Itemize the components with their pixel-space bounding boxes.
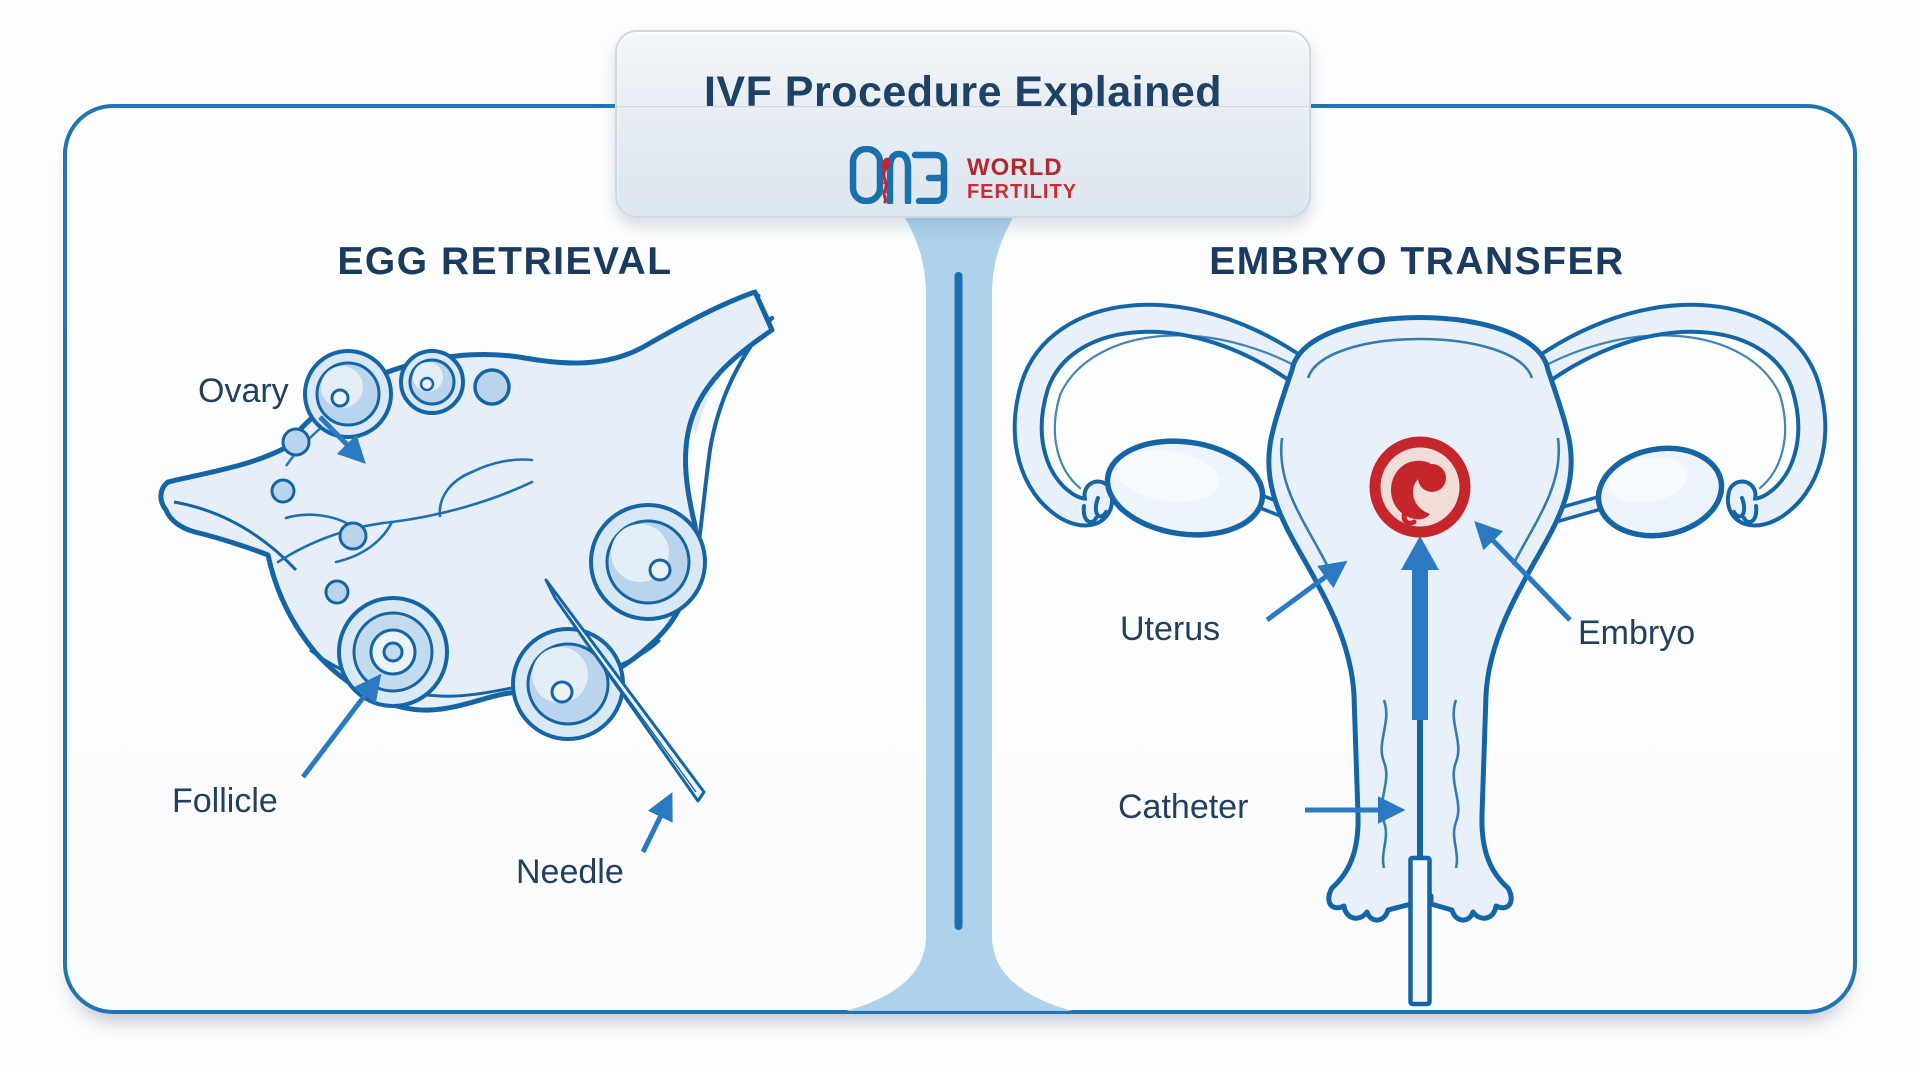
embryo-icon	[1369, 436, 1471, 538]
left-panel-heading: EGG RETRIEVAL	[337, 240, 673, 283]
follicle-target	[337, 596, 449, 708]
brand-world: WORLD	[966, 154, 1063, 181]
follicle-medium-2	[399, 349, 465, 415]
follicle-medium	[303, 349, 393, 439]
label-follicle: Follicle	[172, 782, 278, 820]
label-catheter: Catheter	[1118, 788, 1249, 826]
ovary-arrow	[318, 415, 366, 464]
egg-retrieval-diagram	[158, 289, 775, 854]
banner-seam	[617, 106, 1309, 109]
follicle-large-mid	[511, 627, 625, 741]
label-uterus: Uterus	[1120, 610, 1221, 648]
brand-logo: WORLD FERTILITY	[617, 134, 1309, 204]
embryo-arrow	[1474, 521, 1572, 622]
needle-arrow	[640, 792, 673, 854]
ovary-shape	[158, 289, 775, 713]
one-logo-icon	[849, 146, 948, 204]
small-follicles	[270, 368, 511, 605]
label-ovary: Ovary	[198, 372, 289, 410]
label-needle: Needle	[516, 853, 624, 891]
ovarian-vessels	[276, 458, 534, 564]
uterus-arrow	[1265, 560, 1348, 623]
ovary-right	[1595, 445, 1725, 539]
brand-fertility: FERTILITY	[966, 181, 1078, 203]
right-panel-heading: EMBRYO TRANSFER	[1209, 240, 1625, 283]
brand-wordmark: WORLD FERTILITY	[967, 156, 1077, 204]
follicle-arrow	[301, 673, 382, 779]
page-title: IVF Procedure Explained	[703, 68, 1223, 116]
needle-shape	[544, 578, 706, 803]
dna-sperm-icon	[881, 157, 891, 204]
follicle-large-right	[589, 503, 707, 621]
divider-line	[954, 272, 963, 930]
catheter-arrow	[1401, 536, 1439, 720]
fallopian-tubes	[1012, 302, 1828, 528]
catheter-tube	[1408, 715, 1432, 1007]
label-embryo: Embryo	[1578, 614, 1696, 652]
title-banner: IVF Procedure Explained WORLD FERTILITY	[615, 30, 1311, 218]
embryo-transfer-diagram	[1012, 302, 1828, 1007]
ovary-left	[1104, 438, 1266, 538]
